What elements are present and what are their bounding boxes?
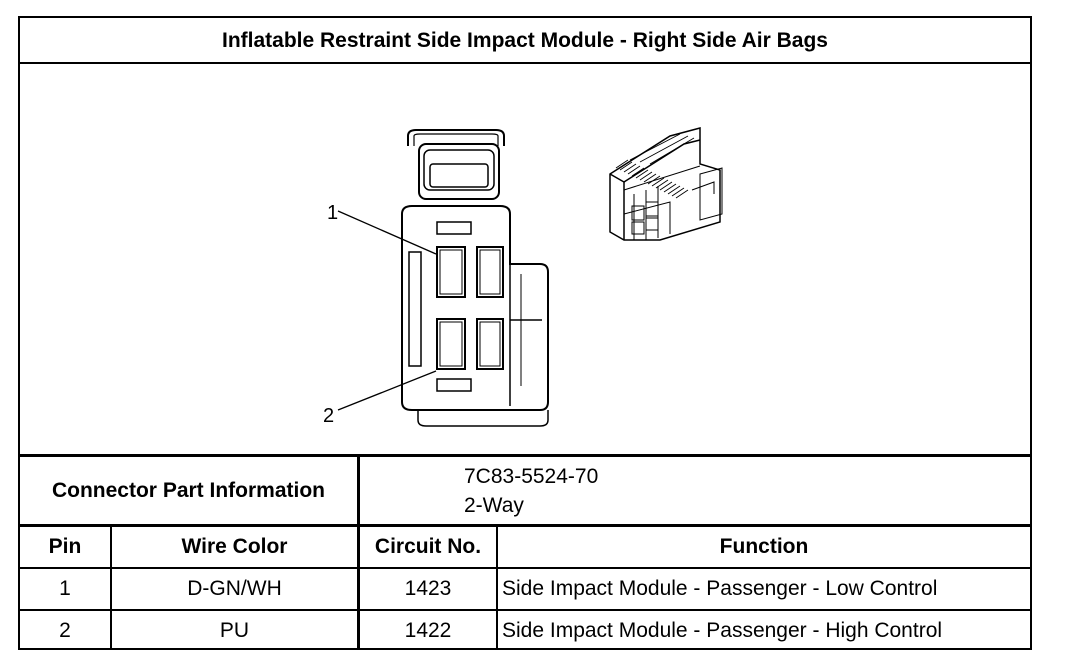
pin-1-leader-line bbox=[337, 210, 437, 255]
header-wire-color: Wire Color bbox=[181, 535, 288, 558]
connector-info-label: Connector Part Information bbox=[51, 478, 325, 502]
table-row: 2 PU 1422 Side Impact Module - Passenger… bbox=[20, 611, 1030, 650]
row-wire-color: D-GN/WH bbox=[187, 577, 282, 600]
row-pin: 1 bbox=[59, 577, 71, 600]
header-function: Function bbox=[719, 535, 809, 558]
part-number: 7C83-5524-70 bbox=[464, 464, 599, 488]
pin-1-callout: 1 bbox=[327, 202, 338, 224]
connector-face-view bbox=[401, 129, 549, 427]
header-circuit-no: Circuit No. bbox=[374, 535, 482, 558]
connector-ways: 2-Way bbox=[464, 493, 524, 517]
connector-info-value: 7C83-5524-70 2-Way bbox=[360, 457, 1030, 524]
table-header-row: Pin Wire Color Circuit No. Function bbox=[20, 527, 1030, 569]
connector-drawing: 1 2 bbox=[323, 127, 723, 427]
connector-sheet: Inflatable Restraint Side Impact Module … bbox=[18, 16, 1032, 650]
row-circuit-no: 1422 bbox=[404, 618, 452, 642]
header-pin: Pin bbox=[48, 535, 82, 558]
pin-2-leader-line bbox=[337, 370, 437, 411]
connector-figure: 1 2 bbox=[20, 64, 1030, 457]
row-function: Side Impact Module - Passenger - Low Con… bbox=[502, 577, 938, 600]
row-circuit-no: 1423 bbox=[404, 577, 452, 600]
row-wire-color: PU bbox=[219, 618, 250, 642]
connector-info-row: Connector Part Information 7C83-5524-70 … bbox=[20, 457, 1030, 527]
row-function: Side Impact Module - Passenger - High Co… bbox=[502, 618, 943, 642]
connector-isometric-view bbox=[609, 127, 723, 241]
table-row: 1 D-GN/WH 1423 Side Impact Module - Pass… bbox=[20, 569, 1030, 611]
row-pin: 2 bbox=[59, 618, 71, 642]
pin-2-callout: 2 bbox=[323, 405, 334, 427]
page-title: Inflatable Restraint Side Impact Module … bbox=[20, 18, 1030, 64]
